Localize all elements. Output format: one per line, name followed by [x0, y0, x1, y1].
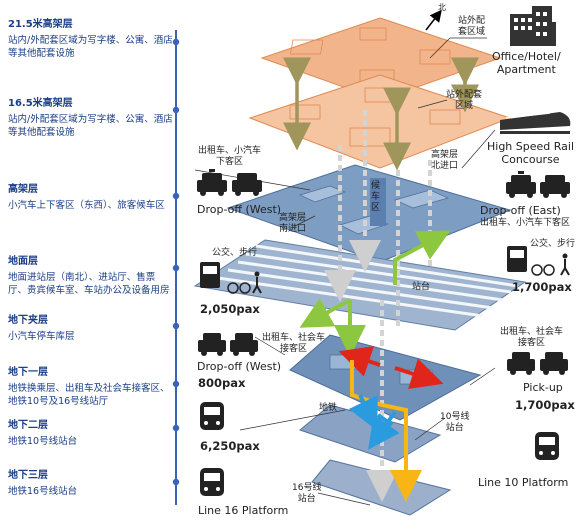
pax-1700-top: 1,700pax — [512, 280, 572, 294]
level-b2: 地下二层 地铁10号线站台 — [8, 420, 173, 448]
level-desc: 站内/外配套区域为写字楼、公寓、酒店等其他配套设施 — [8, 114, 173, 138]
office-building-icon — [510, 6, 556, 46]
metro-yellow-path — [350, 360, 422, 502]
level-desc: 地铁16号线站台 — [8, 486, 78, 497]
taxi-social-right-label: 出租车、社会车 接客区 — [500, 327, 564, 348]
blue-flow-arrows — [348, 394, 400, 450]
red-flow-arrow — [338, 346, 444, 390]
line10-cn-label: 10号线 站台 — [440, 412, 470, 433]
north-arrow-icon — [425, 9, 442, 31]
bus-bike-walk-icon-right — [507, 246, 570, 276]
floor-ground — [193, 239, 527, 331]
level-rail — [172, 30, 180, 505]
outside-zone-label-top: 站外配 套区域 — [458, 16, 486, 37]
level-desc: 地铁10号线站台 — [8, 436, 78, 447]
level-desc: 小汽车上下客区（东西）、旅客候车区 — [8, 200, 165, 211]
level-b3: 地下三层 地铁16号线站台 — [8, 470, 173, 498]
pax-800: 800pax — [198, 376, 246, 390]
level-ground: 地面层 地面进站层（南北）、进站厅、售票厅、贵宾候车室、车站办公及设备用房 — [8, 256, 173, 297]
taxi-icon-east — [506, 171, 570, 198]
level-title: 高架层 — [8, 184, 38, 195]
level-16-5m: 16.5米高架层 站内/外配套区域为写字楼、公寓、酒店等其他配套设施 — [8, 98, 173, 139]
outside-zone-label-2: 站外配套 区域 — [446, 90, 483, 111]
line10-platform-label: Line 10 Platform — [478, 476, 569, 489]
north-label: 北 — [438, 3, 446, 12]
level-title: 地下一层 — [8, 367, 48, 378]
hsr-concourse-label: High Speed Rail Concourse — [487, 140, 575, 166]
dropoff-east-label: Drop-off (East) — [480, 204, 561, 217]
metro-train-icon-line10 — [535, 432, 559, 460]
taxi-icon-east-basement — [507, 352, 568, 375]
green-flow-arrows — [299, 230, 451, 357]
bus-bike-walk-icon-left — [200, 262, 262, 294]
level-elevated: 高架层 小汽车上下客区（东西）、旅客候车区 — [8, 184, 173, 212]
metro-train-icon-left — [200, 402, 224, 430]
pax-1700-bottom: 1,700pax — [515, 398, 575, 412]
bus-walk-right-label: 公交、步行 — [530, 239, 576, 249]
floor-16-5m — [248, 74, 512, 169]
taxi-social-left-label: 出租车、社会车 接客区 — [262, 333, 326, 354]
platform-label: 站台 — [412, 282, 431, 292]
vertical-circulation-upper — [283, 57, 479, 171]
level-title: 16.5米高架层 — [8, 98, 73, 109]
pax-6250: 6,250pax — [200, 439, 260, 453]
level-desc: 站内/外配套区域为写字楼、公寓、酒店等其他配套设施 — [8, 35, 173, 59]
bus-walk-left-label: 公交、步行 — [212, 248, 258, 258]
line16-cn-label: 16号线 站台 — [292, 483, 322, 504]
taxi-icon-west — [197, 169, 262, 196]
taxi-east-label: 出租车、小汽车下客区 — [480, 218, 571, 228]
level-desc: 地面进站层（南北）、进站厅、售票厅、贵宾候车室、车站办公及设备用房 — [8, 272, 170, 296]
dropoff-west-label: Drop-off (West) — [197, 203, 282, 216]
level-desc: 地铁换乘层、出租车及社会车接客区、地铁10号及16号线站厅 — [8, 383, 170, 407]
waiting-area-label: 候 车 区 — [371, 181, 381, 213]
office-label: Office/Hotel/ Apartment — [492, 50, 561, 76]
level-title: 21.5米高架层 — [8, 19, 73, 30]
pickup-label: Pick-up — [523, 381, 563, 394]
elevated-south-entrance-label: 高架层 南进口 — [279, 213, 307, 234]
level-mezzanine: 地下夹层 小汽车停车库层 — [8, 315, 173, 343]
elevated-north-entrance-label: 高架层 北进口 — [431, 150, 459, 171]
level-title: 地面层 — [8, 256, 38, 267]
dropoff-west2-label: Drop-off (West) — [197, 360, 282, 373]
line16-platform-label: Line 16 Platform — [198, 504, 289, 517]
metro-train-icon-line16 — [200, 468, 224, 496]
level-title: 地下二层 — [8, 420, 48, 431]
floor-basement-3 — [311, 459, 452, 516]
high-speed-train-icon — [500, 112, 571, 134]
metro-label: 地铁 — [319, 403, 338, 413]
level-title: 地下三层 — [8, 470, 48, 481]
taxi-icon-west-basement — [198, 333, 258, 356]
pax-2050: 2,050pax — [200, 302, 260, 316]
level-desc: 小汽车停车库层 — [8, 331, 75, 342]
level-21-5m: 21.5米高架层 站内/外配套区域为写字楼、公寓、酒店等其他配套设施 — [8, 19, 173, 60]
level-title: 地下夹层 — [8, 315, 48, 326]
taxi-west-label: 出租车、小汽车 下客区 — [198, 146, 262, 167]
level-b1: 地下一层 地铁换乘层、出租车及社会车接客区、地铁10号及16号线站厅 — [8, 367, 173, 408]
